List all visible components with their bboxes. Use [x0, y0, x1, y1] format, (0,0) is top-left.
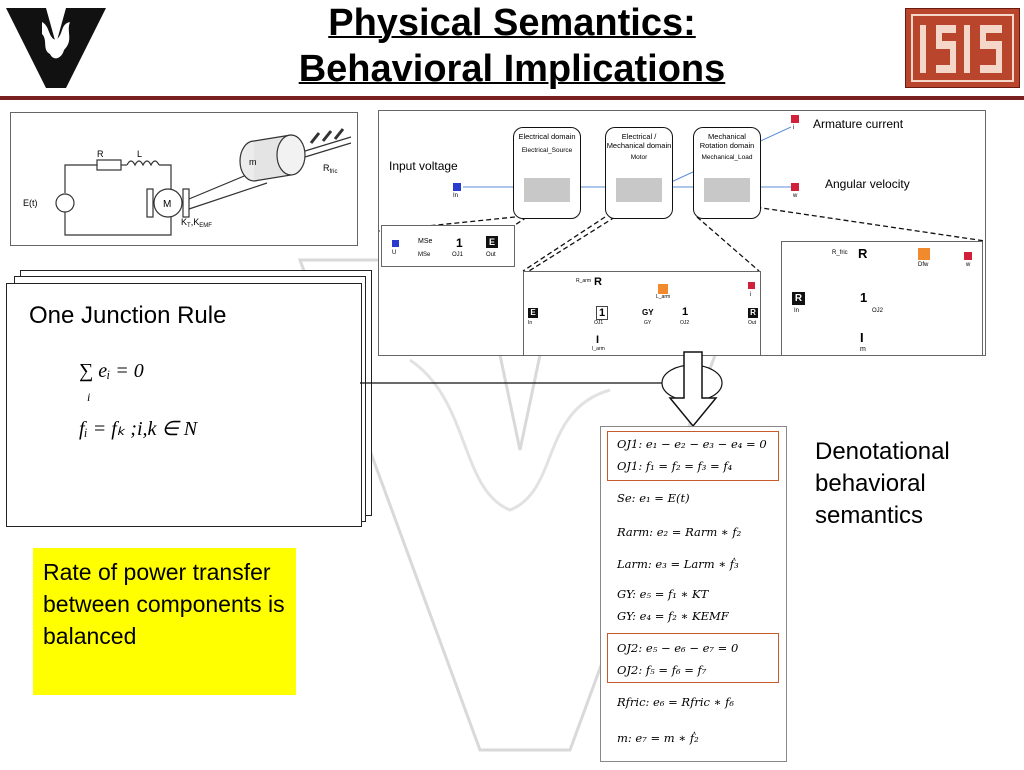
output-port-w [791, 183, 799, 191]
electromechanical-domain-block: Electrical / Mechanical domain Motor [605, 127, 673, 219]
equation-se: Se: e₁ = E(t) [617, 491, 690, 505]
equation-oj1-effort: OJ1: e₁ − e₂ − e₃ − e₄ = 0 [617, 437, 767, 451]
denotational-label: Denotational behavioral semantics [815, 438, 950, 529]
input-port-u [453, 183, 461, 191]
label-kt-kemf: KT,KEMF [181, 217, 212, 229]
junction-rule-card: One Junction Rule ∑ eᵢ = 0 i fᵢ = fₖ ;i,… [6, 283, 362, 527]
mechanical-submodel: R_fric R Dfw w R In 1 OJ2 I m [781, 241, 983, 355]
model-hierarchy-diagram: Input voltage Armature current Angular v… [378, 110, 986, 356]
input-port-label: In [453, 193, 459, 199]
oj2-box [607, 633, 779, 683]
equation-gy-1: GY: e₅ = f₁ ∗ KT [617, 587, 709, 601]
label-et: E(t) [23, 198, 38, 208]
label-mass: m [249, 157, 257, 167]
output-port-i [791, 115, 799, 123]
header-divider [0, 96, 1024, 100]
equation-rarm: Rarm: e₂ = Rarm ∗ f₂ [617, 525, 742, 539]
output-port-i-label: i [793, 125, 795, 131]
junction-rule-heading: One Junction Rule [29, 302, 227, 329]
angular-velocity-label: Angular velocity [825, 177, 910, 191]
effort-sum-equation: ∑ eᵢ = 0 [79, 360, 144, 382]
equation-oj1-flow: OJ1: f₁ = f₂ = f₃ = f₄ [617, 459, 733, 473]
equation-oj2-effort: OJ2: e₅ − e₆ − e₇ = 0 [617, 641, 739, 655]
isis-logo [905, 8, 1020, 88]
power-balance-note: Rate of power transfer between component… [33, 548, 296, 695]
label-r: R [97, 149, 104, 159]
page-title: Physical Semantics: Behavioral Implicati… [298, 2, 726, 90]
label-rfric: Rfric [323, 163, 338, 175]
equation-oj2-flow: OJ2: f₅ = f₆ = f₇ [617, 663, 707, 677]
electrical-domain-block: Electrical domain Electrical_Source [513, 127, 581, 219]
equation-gy-2: GY: e₄ = f₂ ∗ KEMF [617, 609, 729, 623]
flow-equality-equation: fᵢ = fₖ ;i,k ∈ N [79, 418, 198, 440]
motor-circuit-diagram: R L E(t) M KT,KEMF m Rfric [10, 112, 358, 246]
equations-panel: OJ1: e₁ − e₂ − e₃ − e₄ = 0 OJ1: f₁ = f₂ … [600, 426, 787, 762]
input-voltage-label: Input voltage [389, 159, 458, 173]
oj1-box [607, 431, 779, 481]
output-port-w-label: w [793, 193, 798, 199]
vanderbilt-logo [4, 4, 108, 90]
junction-connector [360, 351, 723, 428]
source-submodel: U MSe MSe 1 OJ1 E Out [381, 225, 515, 267]
electromechanical-submodel: R_arm R L_arm i E In 1 OJ1 GY GY 1 OJ2 R… [523, 271, 761, 355]
label-motor: M [163, 199, 171, 210]
equation-rfric: Rfric: e₆ = Rfric ∗ f₆ [617, 695, 734, 709]
equation-larm: Larm: e₃ = Larm ∗ ḟ₃ [617, 557, 739, 571]
armature-current-label: Armature current [813, 117, 904, 131]
effort-sum-subscript: i [87, 390, 91, 404]
equation-mass: m: e₇ = m ∗ ḟ₂ [617, 731, 699, 745]
label-l: L [137, 149, 142, 159]
mechanical-rotation-domain-block: Mechanical Rotation domain Mechanical_Lo… [693, 127, 761, 219]
